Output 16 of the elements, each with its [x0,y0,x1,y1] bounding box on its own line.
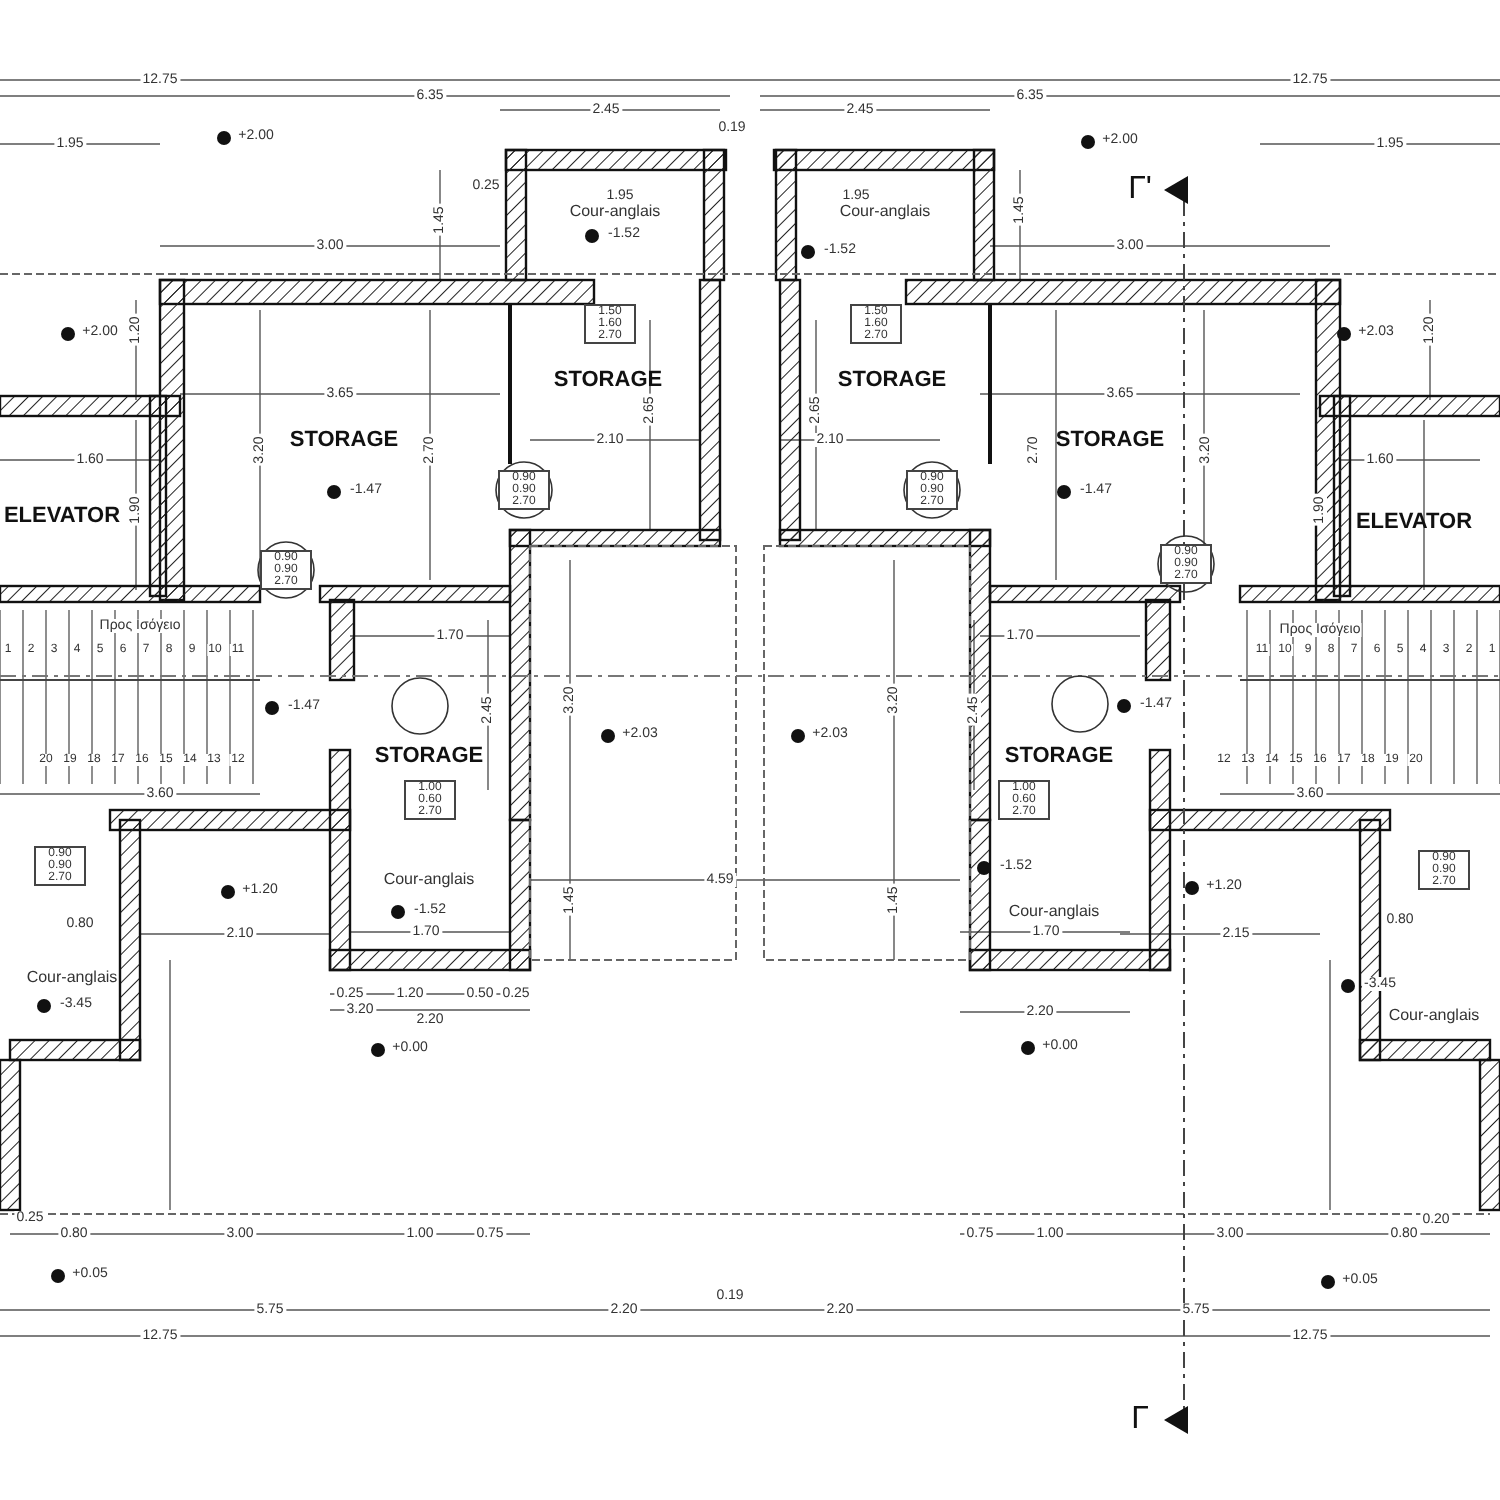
room-name: STORAGE [1055,428,1165,452]
room-name: STORAGE [289,428,399,452]
room-name: Cour-anglais [1008,901,1100,919]
room-name: Cour-anglais [1388,1005,1480,1023]
room-name: Cour-anglais [569,201,661,219]
room-name: ELEVATOR [3,504,121,528]
room-name: STORAGE [374,744,484,768]
room-name: STORAGE [837,368,947,392]
room-name: STORAGE [553,368,663,392]
room-name: ELEVATOR [1355,510,1473,534]
room-name: Cour-anglais [26,967,118,985]
room-name: Cour-anglais [383,869,475,887]
room-name: Cour-anglais [839,201,931,219]
section-mark: Γ [1129,1404,1151,1436]
section-mark: Γ' [1126,174,1154,206]
room-name: STORAGE [1004,744,1114,768]
